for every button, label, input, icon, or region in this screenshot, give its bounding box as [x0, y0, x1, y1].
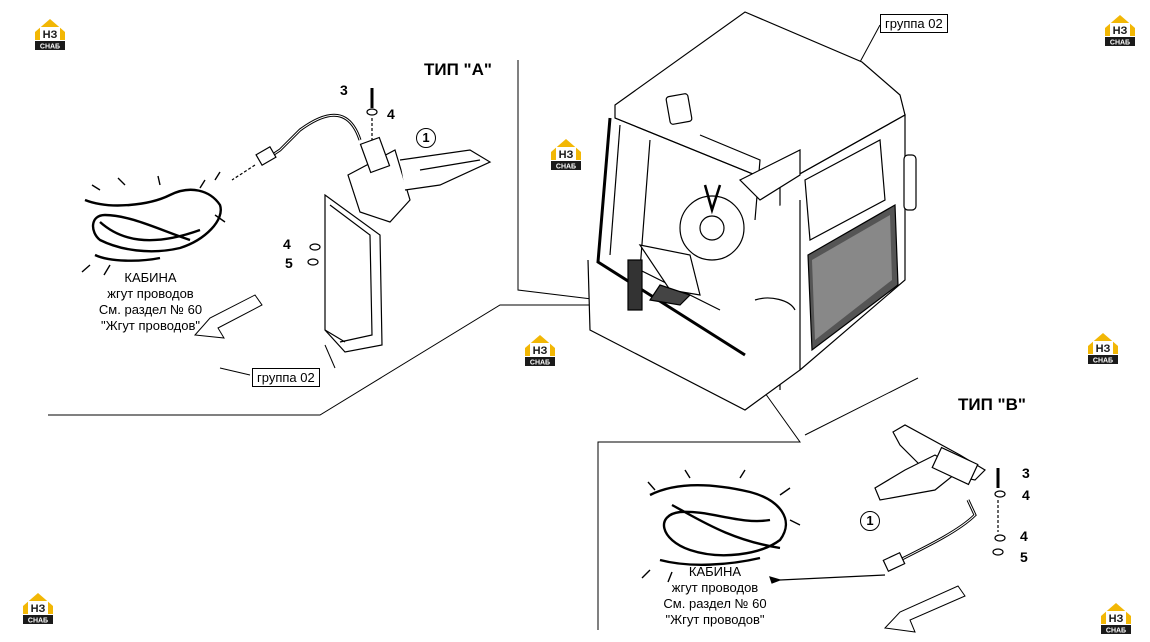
- harness-cable-b: [899, 499, 977, 562]
- note-b-line1: КАБИНА: [688, 564, 742, 579]
- svg-text:НЗ: НЗ: [1109, 613, 1124, 625]
- svg-text:СНАБ: СНАБ: [530, 360, 550, 367]
- svg-text:НЗ: НЗ: [31, 603, 46, 615]
- callout-1-b: 1: [860, 511, 880, 531]
- note-a-line1: КАБИНА: [124, 270, 177, 285]
- svg-text:СНАБ: СНАБ: [1106, 628, 1126, 635]
- note-b-line4: "Жгут проводов": [665, 612, 765, 627]
- logo-icon: НЗ СНАБ: [1088, 333, 1118, 365]
- callout-5-a: 5: [285, 255, 293, 271]
- callout-3-b: 3: [1022, 465, 1030, 481]
- svg-text:СНАБ: СНАБ: [1093, 358, 1113, 365]
- logo-icon: НЗ СНАБ: [1101, 603, 1131, 635]
- leader-line-type-a: [48, 304, 598, 416]
- type-b-assembly: [641, 424, 1006, 633]
- cab-roof: [614, 11, 906, 186]
- logo-icon: НЗ СНАБ: [1105, 15, 1135, 47]
- note-a-line4: "Жгут проводов": [101, 318, 200, 333]
- svg-text:СНАБ: СНАБ: [556, 164, 576, 171]
- svg-text:НЗ: НЗ: [533, 345, 548, 357]
- group-label-cab: группа 02: [880, 14, 948, 33]
- harness-note-b: КАБИНА жгут проводов См. раздел № 60 "Жг…: [640, 564, 790, 628]
- svg-text:НЗ: НЗ: [43, 29, 58, 41]
- svg-text:СНАБ: СНАБ: [28, 618, 48, 625]
- svg-text:СНАБ: СНАБ: [40, 44, 60, 51]
- wiring-harness: [84, 188, 222, 262]
- callout-5-b: 5: [1020, 549, 1028, 565]
- mounting-bracket: [324, 193, 383, 353]
- svg-text:НЗ: НЗ: [1113, 25, 1128, 37]
- logo-icon: НЗ СНАБ: [551, 139, 581, 171]
- wiring-harness-b: [649, 484, 788, 566]
- svg-text:НЗ: НЗ: [1096, 343, 1111, 355]
- type-a-assembly: [81, 88, 492, 353]
- note-b-line2: жгут проводов: [671, 580, 759, 595]
- group-label-a: группа 02: [252, 368, 320, 387]
- callout-4-b-top: 4: [1022, 487, 1030, 503]
- svg-text:СНАБ: СНАБ: [1110, 40, 1130, 47]
- leader-line-type-b-top: [804, 377, 919, 436]
- note-b-line3: См. раздел № 60: [663, 596, 767, 611]
- leader-line-top: [517, 60, 601, 301]
- note-a-line2: жгут проводов: [107, 286, 194, 301]
- callout-4-b-bottom: 4: [1020, 528, 1028, 544]
- logo-icon: НЗ СНАБ: [23, 593, 53, 625]
- logo-icon: НЗ СНАБ: [525, 335, 555, 367]
- logo-icon: НЗ СНАБ: [35, 19, 65, 51]
- direction-arrow-b: [883, 585, 966, 633]
- harness-note-a: КАБИНА жгут проводов См. раздел № 60 "Жг…: [78, 270, 223, 334]
- note-a-line3: См. раздел № 60: [98, 302, 203, 317]
- svg-text:НЗ: НЗ: [559, 149, 574, 161]
- callout-4-a-bottom: 4: [283, 236, 291, 252]
- direction-arrow-a: [193, 294, 263, 339]
- callout-3-a: 3: [340, 82, 348, 98]
- callout-1-a: 1: [416, 128, 436, 148]
- type-a-title: ТИП "А": [424, 60, 492, 79]
- callout-4-a-top: 4: [387, 106, 395, 122]
- cab-assembly: [587, 11, 917, 411]
- type-b-title: ТИП "В": [958, 395, 1026, 414]
- pedal-body: [347, 149, 411, 223]
